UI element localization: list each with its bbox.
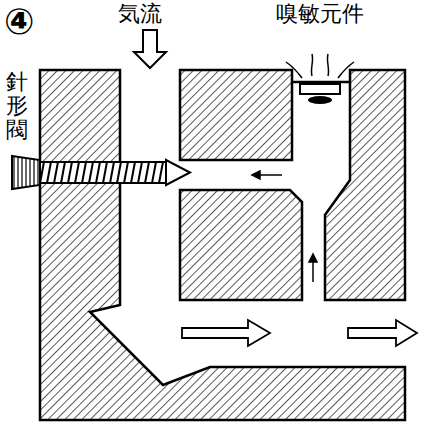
screw-thread <box>75 162 79 183</box>
knurl-line <box>13 157 14 188</box>
screw-thread <box>61 162 65 183</box>
screw-thread <box>159 162 163 183</box>
knurl-line <box>25 159 26 187</box>
screw-thread <box>40 162 44 183</box>
screw-thread <box>82 162 86 183</box>
knurl-line <box>37 160 38 185</box>
airflow-label: 気流 <box>118 2 162 26</box>
valve-needle-tip <box>166 160 190 185</box>
screw-thread <box>54 162 58 183</box>
flow-arrow-left <box>252 171 282 179</box>
sensor-coil <box>308 96 332 104</box>
screw-thread <box>103 162 107 183</box>
knurl-line <box>21 158 22 187</box>
housing-upper-middle <box>180 70 292 160</box>
screw-thread <box>138 162 142 183</box>
housing-left-bottom <box>40 70 405 420</box>
screw-thread <box>117 162 121 183</box>
screw-thread <box>152 162 156 183</box>
knurl-line <box>17 158 18 188</box>
sensor-label: 嗅敏元件 <box>276 2 364 26</box>
valve-label: 針形閥 <box>6 70 28 143</box>
screw-thread <box>124 162 128 183</box>
outlet-arrow <box>182 320 270 346</box>
valve-knob <box>12 156 40 189</box>
screw-thread <box>131 162 135 183</box>
screw-thread <box>96 162 100 183</box>
valve-shaft <box>40 162 166 183</box>
outlet-arrow <box>348 320 417 346</box>
knurl-line <box>29 159 30 186</box>
screw-thread <box>47 162 51 183</box>
gas-emission <box>286 54 354 78</box>
figure-number: ④ <box>4 2 34 42</box>
flow-arrow-up <box>309 254 317 282</box>
housing-right <box>325 70 405 300</box>
screw-thread <box>89 162 93 183</box>
screw-thread <box>110 162 114 183</box>
knurl-line <box>33 160 34 186</box>
airflow-arrow <box>134 30 166 68</box>
sensor-element <box>300 84 340 94</box>
housing-lower-middle <box>180 190 302 300</box>
screw-thread <box>68 162 72 183</box>
needle-valve <box>12 156 190 189</box>
sensor-mount <box>292 81 350 84</box>
screw-thread <box>145 162 149 183</box>
